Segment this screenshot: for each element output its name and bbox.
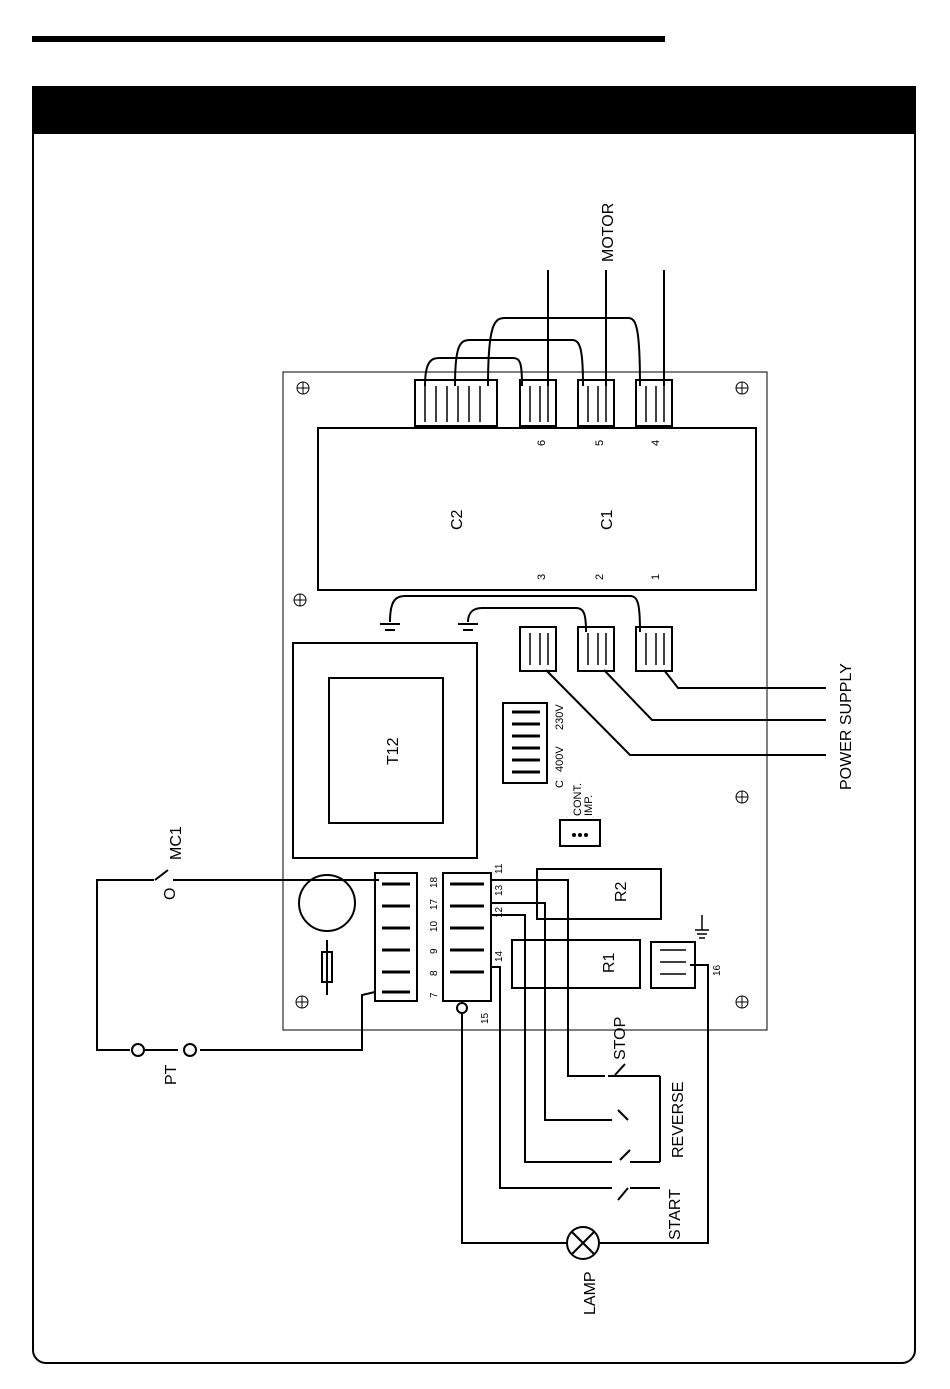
terminal-12: 12 <box>494 906 505 918</box>
terminal-block-left <box>375 873 417 1001</box>
start-wire <box>490 967 605 1188</box>
c1-label: C1 <box>599 509 616 530</box>
capacitor-block <box>318 428 756 590</box>
power-supply-label: POWER SUPPLY <box>838 663 855 790</box>
connector-c2-top <box>415 380 497 426</box>
tab-2 <box>458 624 478 630</box>
mc1-label: MC1 <box>168 826 185 860</box>
lamp-wire-b <box>598 965 708 1243</box>
connector-2 <box>578 627 614 671</box>
terminal-7: 7 <box>429 992 440 998</box>
r1-label: R1 <box>601 952 618 973</box>
terminal-9: 9 <box>429 948 440 954</box>
pt-terminal-2 <box>184 1044 196 1056</box>
reverse-switch <box>618 1110 628 1120</box>
relay-r2 <box>537 869 661 919</box>
motor-label: MOTOR <box>600 203 617 262</box>
connector-5 <box>578 380 614 426</box>
terminal-13: 13 <box>494 884 505 896</box>
terminal-17: 17 <box>429 898 440 910</box>
start-switch <box>618 1188 628 1200</box>
earth-connector <box>651 942 695 988</box>
reverse-label: REVERSE <box>670 1082 687 1158</box>
terminal-3: 3 <box>536 574 548 580</box>
terminal-16: 16 <box>712 964 723 976</box>
supply-lead-l2 <box>604 670 826 720</box>
stop-label: STOP <box>612 1017 629 1060</box>
buzzer <box>299 875 355 931</box>
terminal-4: 4 <box>650 440 662 446</box>
supply-lead-l3 <box>664 670 826 688</box>
c2-label: C2 <box>449 509 466 530</box>
terminal-10: 10 <box>429 920 440 932</box>
supply-lead-l1 <box>546 670 826 755</box>
terminal-11: 11 <box>494 863 505 874</box>
mc1-contact <box>155 870 168 880</box>
stop-wire <box>490 880 605 1076</box>
connector-4 <box>636 380 672 426</box>
jumper-lower-2 <box>468 608 586 632</box>
pt-terminal-1 <box>132 1044 144 1056</box>
terminal-6: 6 <box>536 440 548 446</box>
connector-6 <box>520 380 556 426</box>
connector-1 <box>636 627 672 671</box>
tab-1 <box>380 624 400 630</box>
terminal-18: 18 <box>429 876 440 888</box>
start-label: START <box>667 1189 684 1240</box>
terminal-2: 2 <box>594 574 606 580</box>
pt-label: PT <box>163 1064 180 1085</box>
terminal-8: 8 <box>429 970 440 976</box>
mc1-pt-loop <box>97 880 379 1050</box>
tap-230v-label: 230V <box>554 704 566 730</box>
reverse-wire-b <box>490 915 608 1162</box>
imp-label: IMP. <box>583 795 595 816</box>
jumper-c2-4 <box>488 318 640 386</box>
terminal-5: 5 <box>594 440 606 446</box>
terminal-1: 1 <box>650 574 662 580</box>
reverse-wire-a <box>490 903 605 1120</box>
r2-label: R2 <box>613 881 630 902</box>
lamp-wire-a <box>462 1012 568 1243</box>
relay-r1 <box>512 940 640 988</box>
tap-400v-label: 400V <box>554 746 566 772</box>
terminal-14: 14 <box>494 950 505 962</box>
t12-label: T12 <box>385 737 402 765</box>
lamp-label: LAMP <box>582 1271 599 1315</box>
connector-3 <box>520 627 556 671</box>
stop-switch <box>615 1064 625 1075</box>
contact-o-label: O <box>162 888 179 900</box>
tap-c-label: C <box>554 780 566 788</box>
terminal-block-right <box>443 873 491 1001</box>
terminal-15: 15 <box>480 1012 491 1024</box>
